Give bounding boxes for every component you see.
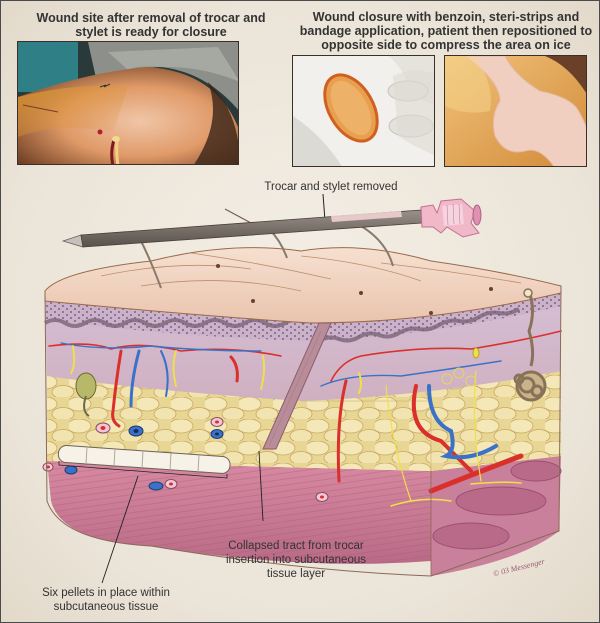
leader-line-pellets <box>101 475 139 584</box>
caption-line: stylet is ready for closure <box>75 25 227 39</box>
pacinian-corpuscle <box>75 372 97 400</box>
subcutaneous-fat-layer <box>47 371 561 471</box>
caption-line: subcutaneous tissue <box>53 601 159 613</box>
caption-line: Collapsed tract from trocar <box>228 540 364 552</box>
leader-line-tract <box>258 450 264 522</box>
photo-wound-site <box>17 41 239 165</box>
caption-line: Wound closure with benzoin, steri-strips… <box>312 10 580 24</box>
leader-line <box>322 193 326 222</box>
caption-line: insertion into subcutaneous <box>225 554 366 566</box>
caption-wound-site: Wound site after removal of trocar and s… <box>11 11 291 39</box>
photo-bandage-applied <box>444 55 587 167</box>
epidermis-surface <box>44 247 562 324</box>
collapsed-tract <box>262 322 332 450</box>
trocar-instrument <box>61 198 482 248</box>
sweat-gland <box>513 290 547 402</box>
leader-line <box>224 208 252 224</box>
caption-line: Wound site after removal of trocar and <box>36 11 266 25</box>
caption-line: Six pellets in place within <box>42 587 170 599</box>
caption-wound-closure: Wound closure with benzoin, steri-strips… <box>293 10 599 52</box>
caption-line: bandage application, patient then reposi… <box>299 24 593 38</box>
caption-line: tissue layer <box>266 568 326 580</box>
label-six-pellets: Six pellets in place within subcutaneous… <box>26 586 186 614</box>
vessel-cross-sections <box>42 417 329 502</box>
label-collapsed-tract: Collapsed tract from trocar insertion in… <box>206 539 386 581</box>
photo-benzoin-application <box>292 55 435 167</box>
label-trocar-removed: Trocar and stylet removed <box>264 181 398 193</box>
pellets-row <box>57 445 231 479</box>
caption-line: opposite side to compress the area on ic… <box>321 38 571 52</box>
blood-vessels <box>48 330 562 507</box>
nerve-endings <box>441 347 480 387</box>
